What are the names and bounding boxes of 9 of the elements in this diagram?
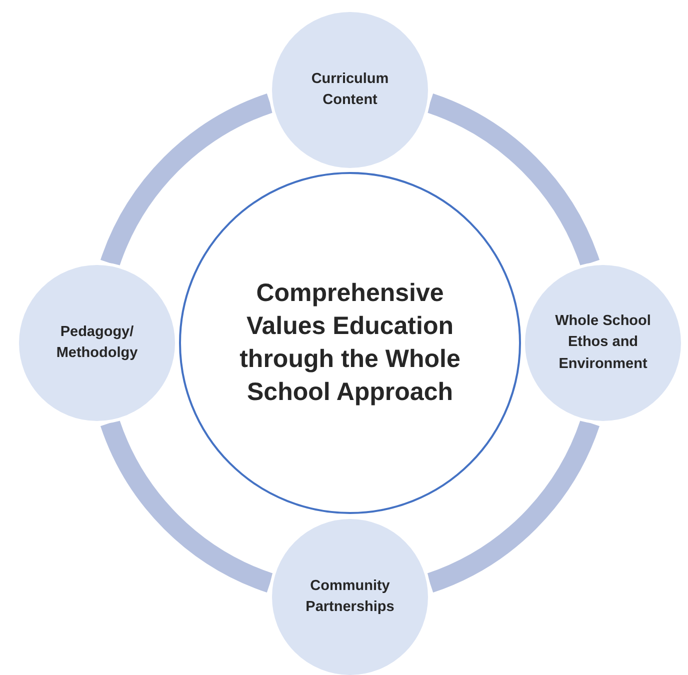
circle-label: Whole School Ethos and Environment (554, 312, 652, 374)
ring-segment (100, 94, 274, 267)
ring-segment (100, 419, 274, 592)
ring-segment (426, 94, 600, 267)
circle-label: Pedagogy/ Methodolgy (55, 322, 139, 363)
circle-label: Comprehensive Values Education through the Whole School Approach (238, 278, 462, 408)
ring-segment (426, 419, 600, 592)
circle-label: Curriculum Content (310, 70, 390, 110)
circle-label: Community Partnerships (304, 576, 396, 617)
